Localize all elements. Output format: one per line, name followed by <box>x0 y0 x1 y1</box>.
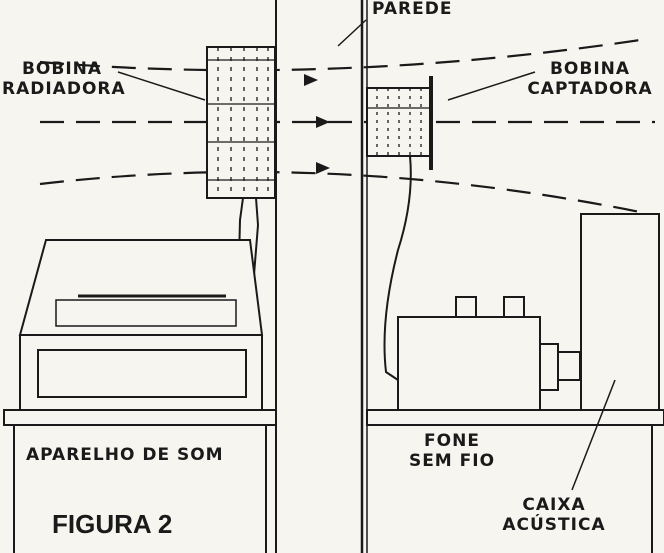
phone-knob-right <box>503 296 525 318</box>
radiating-coil-label-line1: BOBINA <box>21 59 103 79</box>
speaker-box-label-line2: ACÚSTICA <box>502 514 606 535</box>
leader-wall <box>337 19 367 47</box>
leader-radiating-coil <box>117 71 206 101</box>
radiating-coil-label-line2: RADIADORA <box>2 78 126 99</box>
radiating-coil-windings <box>207 47 275 198</box>
receiver-body <box>19 334 263 411</box>
phone-knob-left <box>455 296 477 318</box>
right-shelf <box>366 409 664 426</box>
arrow-top <box>304 74 318 86</box>
arrow-middle <box>316 116 330 128</box>
field-line-top <box>39 38 641 72</box>
receiver-panel <box>37 349 247 398</box>
leader-speaker <box>571 379 616 491</box>
phone-body <box>397 316 541 411</box>
phone-jack-plug <box>557 351 581 381</box>
speaker-box-label: CAIXA ACÚSTICA <box>486 495 622 535</box>
field-lines <box>39 38 655 214</box>
leader-pickup-coil <box>447 71 536 101</box>
pickup-coil-label: BOBINA CAPTADORA <box>520 59 660 99</box>
field-arrows <box>304 74 330 174</box>
field-line-bottom <box>39 170 641 214</box>
radiating-coil-label: BOBINA RADIADORA <box>2 59 126 99</box>
pickup-coil-label-line1: BOBINA <box>549 59 631 79</box>
pickup-coil-lead <box>383 155 412 381</box>
radiating-coil-body <box>206 46 276 199</box>
pickup-coil-label-line2: CAPTADORA <box>527 78 653 99</box>
pickup-coil-windings <box>367 88 431 156</box>
figure-caption: FIGURA 2 <box>52 509 173 539</box>
speaker-box <box>580 213 660 411</box>
wall-label: PAREDE <box>372 0 453 19</box>
wireless-phone-label: FONE SEM FIO <box>400 431 504 471</box>
left-shelf <box>3 409 277 426</box>
phone-jack <box>539 343 559 391</box>
sound-device-label: APARELHO DE SOM <box>26 445 224 465</box>
wireless-phone-label-line1: FONE <box>424 431 480 451</box>
turntable-platter <box>55 299 237 327</box>
wireless-phone-label-line2: SEM FIO <box>408 450 496 471</box>
speaker-box-label-line1: CAIXA <box>522 495 586 515</box>
arrow-bottom <box>316 162 330 174</box>
